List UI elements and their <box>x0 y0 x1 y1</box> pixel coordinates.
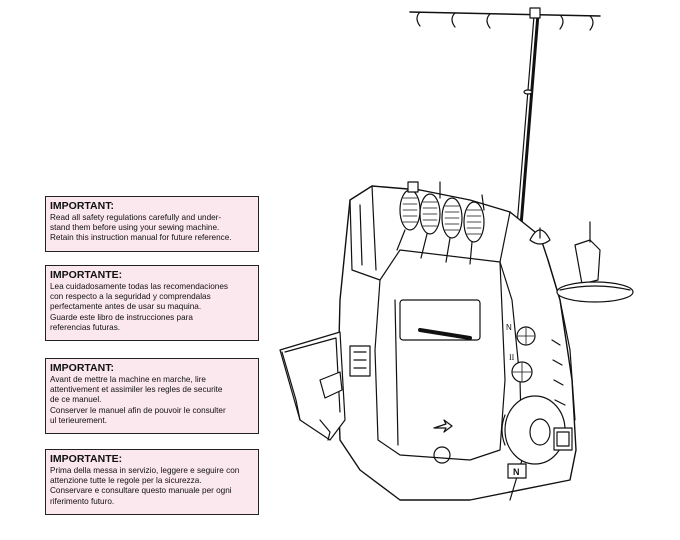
notice-body: Lea cuidadosamente todas las recomendaci… <box>50 282 228 332</box>
notice-italian: IMPORTANTE: Prima della messa in servizi… <box>45 449 259 515</box>
notice-english: IMPORTANT: Read all safety regulations c… <box>45 196 259 252</box>
machine-body: II N N <box>337 185 577 501</box>
serger-machine-illustration: II N N <box>279 7 634 501</box>
dial-label: N <box>506 323 512 332</box>
notice-heading: IMPORTANTE: <box>50 269 123 281</box>
notice-heading: IMPORTANT: <box>50 362 114 374</box>
notice-heading: IMPORTANTE: <box>50 453 123 465</box>
thread-stand <box>409 7 601 240</box>
dial-label: II <box>509 353 515 362</box>
badge-text: N <box>513 467 520 477</box>
notice-body: Read all safety regulations carefully an… <box>50 213 232 243</box>
notice-heading: IMPORTANT: <box>50 200 114 212</box>
notice-french: IMPORTANT: Avant de mettre la machine en… <box>45 358 259 434</box>
spool-holders <box>529 221 634 303</box>
notice-spanish: IMPORTANTE: Lea cuidadosamente todas las… <box>45 265 259 341</box>
looper-cover <box>279 331 371 441</box>
tension-dials <box>396 181 485 265</box>
notice-body: Avant de mettre la machine en marche, li… <box>50 375 226 425</box>
notice-body: Prima della messa in servizio, leggere e… <box>50 466 240 506</box>
